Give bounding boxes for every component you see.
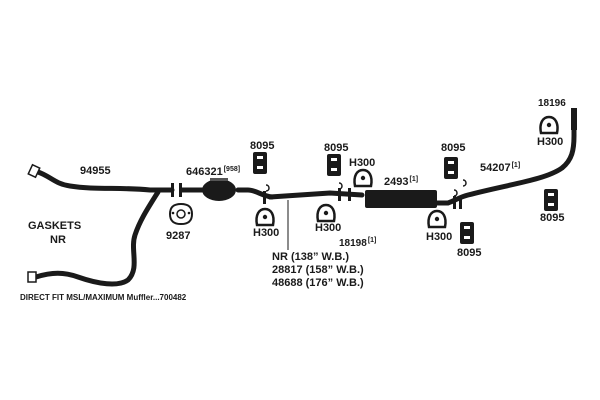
converter-heat-shield-ridge	[210, 178, 228, 181]
part-label-h300-a: H300	[253, 227, 280, 239]
part-label-54207: 54207[1]	[480, 162, 521, 174]
wheelbase-option-158: 28817 (158” W.B.)	[272, 264, 364, 276]
clamp-joint-a	[263, 191, 266, 204]
isolator-h300-a	[255, 207, 275, 227]
part-label-8095-e: 8095	[540, 212, 565, 224]
hanger-8095-a	[253, 152, 267, 174]
part-label-18198: 18198[1]	[339, 237, 377, 249]
isolator-h300-b	[316, 203, 336, 223]
clamp-joint-d	[453, 196, 456, 209]
hanger-8095-c	[444, 157, 458, 179]
part-label-h300-c: H300	[349, 157, 376, 169]
converter-flange-right	[179, 183, 182, 197]
part-label-9287: 9287	[166, 230, 191, 242]
front-pipe-flange-upper	[27, 163, 41, 179]
wheelbase-option-176: 48688 (176” W.B.)	[272, 277, 364, 289]
catalytic-converter	[202, 179, 236, 201]
tail-pipe-tip	[571, 108, 577, 130]
isolator-h300-c	[353, 168, 373, 188]
part-label-646321: 646321[958]	[186, 166, 241, 178]
front-pipe-upper	[35, 169, 175, 193]
isolator-h300-e	[539, 115, 559, 135]
tail-pipe	[433, 115, 577, 206]
wheelbase-option-138: NR (138” W.B.)	[272, 251, 350, 263]
hanger-8095-d	[460, 222, 474, 244]
clamp-joint-c	[348, 188, 351, 201]
part-label-h300-b: H300	[315, 222, 342, 234]
gaskets-label: GASKETS	[28, 220, 82, 232]
hanger-8095-b	[327, 154, 341, 176]
hanger-hooks	[265, 179, 467, 197]
part-label-h300-d: H300	[426, 231, 453, 243]
part-label-2493: 2493[1]	[384, 176, 419, 188]
part-label-h300-e: H300	[537, 136, 564, 148]
clamp-joint-e	[459, 196, 462, 209]
converter-flange-left	[171, 183, 174, 197]
front-pipe-flange-lower	[27, 271, 37, 283]
part-label-8095-d: 8095	[457, 247, 482, 259]
part-label-8095-b: 8095	[324, 142, 349, 154]
part-label-18196: 18196	[538, 98, 566, 109]
isolator-h300-d	[427, 209, 447, 229]
footer-muffler-note: DIRECT FIT MSL/MAXIMUM Muffler...700482	[20, 293, 187, 302]
clamp-joint-b	[338, 188, 341, 201]
part-label-8095-a: 8095	[250, 140, 275, 152]
hanger-8095-e	[544, 189, 558, 211]
converter-gasket	[168, 202, 194, 226]
front-pipe-lower	[33, 189, 161, 287]
part-label-8095-c: 8095	[441, 142, 466, 154]
part-label-94955: 94955	[80, 165, 111, 177]
intermediate-pipe	[267, 190, 365, 200]
gaskets-nr-label: NR	[50, 234, 66, 246]
muffler	[365, 190, 437, 208]
